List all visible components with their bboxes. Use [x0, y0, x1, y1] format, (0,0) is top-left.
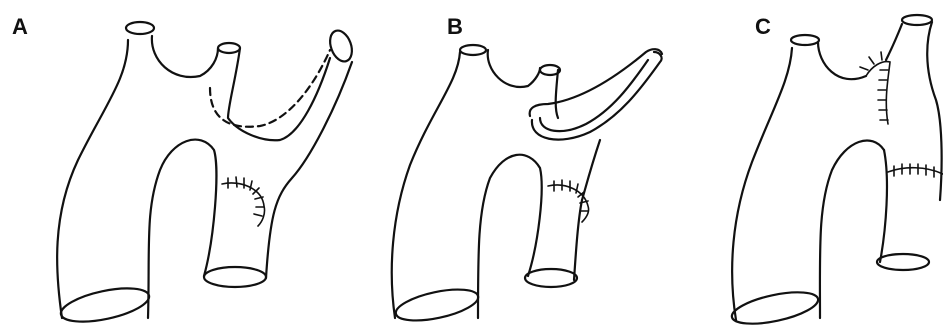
panel-c-inner-curve — [820, 140, 884, 318]
panel-b-inner-curve — [478, 155, 542, 318]
panel-b-brachiocephalic-cap — [460, 45, 486, 55]
panel-c-brachiocephalic-cap — [791, 35, 819, 45]
panel-c-suture-upper — [866, 62, 890, 124]
panel-c-suture-lower-ticks — [894, 164, 934, 177]
panel-b-drawing — [392, 45, 662, 325]
panel-a-drawing — [57, 22, 356, 325]
panel-c-root-cap — [729, 286, 820, 325]
panel-c-graft-cap — [902, 15, 932, 25]
panel-a-carotid-cap — [218, 43, 240, 53]
panel-a-root-cap — [58, 282, 152, 325]
panel-a-inner-curve — [148, 140, 216, 318]
panel-c-descending-cap — [877, 254, 929, 270]
panel-a-descending-cap — [204, 267, 266, 287]
panel-b-root-cap — [393, 284, 481, 325]
panel-b-aorta-outline — [392, 50, 600, 318]
panel-b-descending-cap — [525, 269, 577, 287]
panel-c-drawing — [729, 15, 943, 325]
panel-a-brachiocephalic-cap — [126, 22, 154, 34]
panel-c-graft-body — [880, 150, 887, 262]
panel-b-graft-top — [530, 49, 662, 116]
